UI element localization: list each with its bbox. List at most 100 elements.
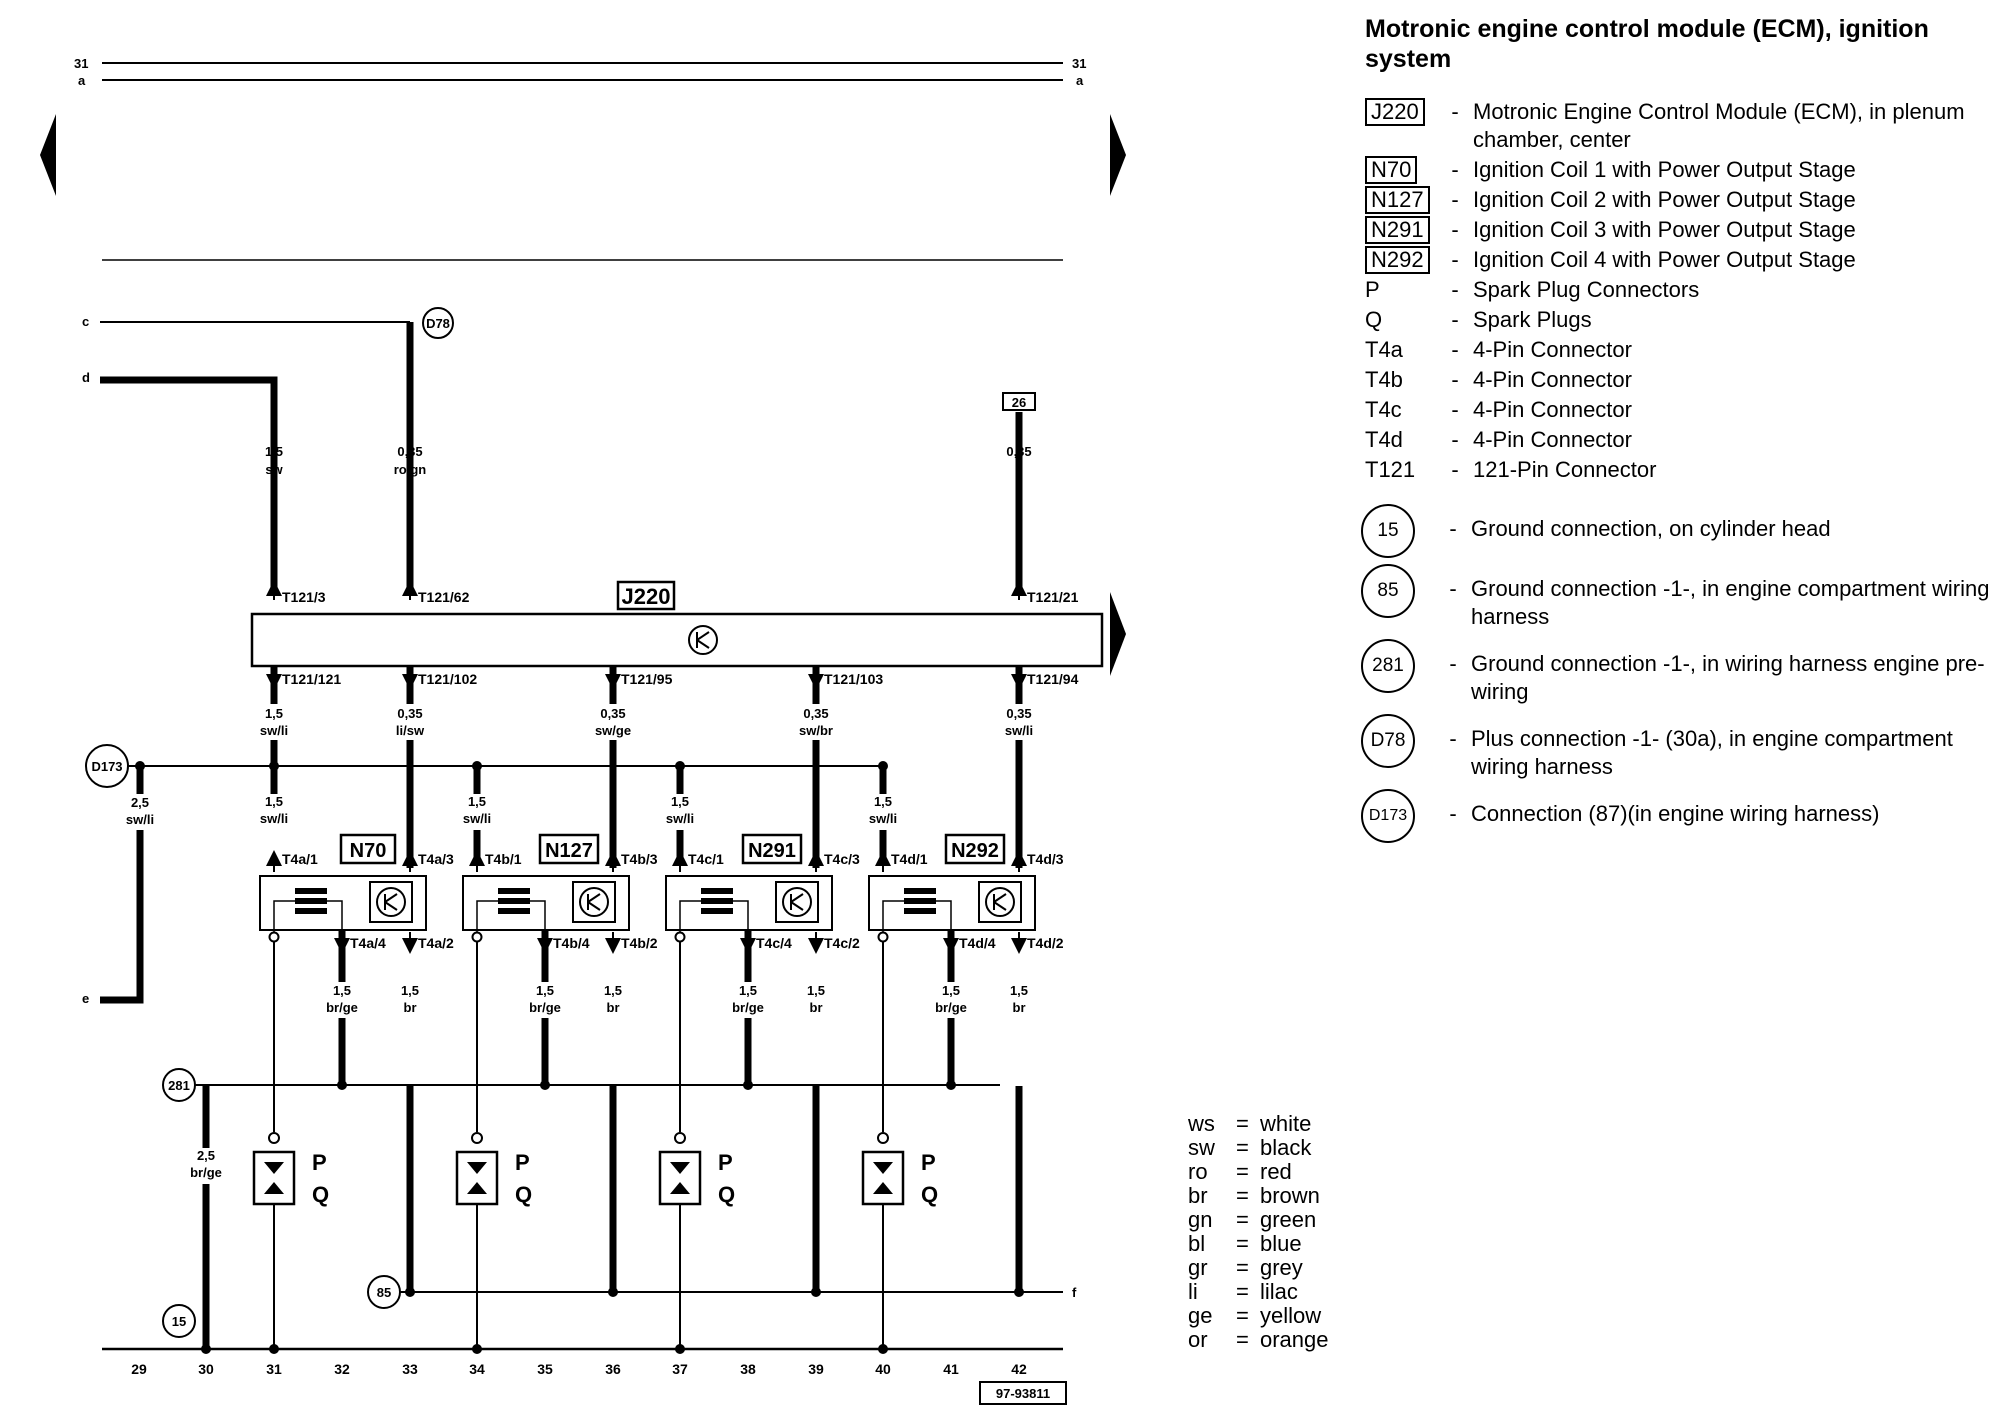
svg-text:39: 39 xyxy=(808,1361,824,1377)
svg-text:T4b/4: T4b/4 xyxy=(553,935,590,951)
svg-text:0,35: 0,35 xyxy=(397,706,422,721)
svg-text:T121/95: T121/95 xyxy=(621,671,673,687)
coil-n292: T4d/1 T4d/3 N292 T4d/4 T4d/2 1,5 br/ge 1… xyxy=(868,833,1064,1132)
legend-item-n70: N70 - Ignition Coil 1 with Power Output … xyxy=(1365,156,2000,184)
svg-text:1,5: 1,5 xyxy=(671,794,689,809)
svg-text:1,5: 1,5 xyxy=(604,983,622,998)
svg-text:br: br xyxy=(404,1000,417,1015)
color-key-item: li=lilac xyxy=(1188,1279,1298,1304)
color-key-item: ge=yellow xyxy=(1188,1303,1322,1328)
svg-text:c: c xyxy=(82,314,89,329)
svg-text:T4d/4: T4d/4 xyxy=(959,935,996,951)
svg-text:0,35: 0,35 xyxy=(803,706,828,721)
svg-text:1,5: 1,5 xyxy=(807,983,825,998)
svg-text:1,5: 1,5 xyxy=(536,983,554,998)
svg-text:P: P xyxy=(921,1150,936,1175)
legend-item-t4d: T4d - 4-Pin Connector xyxy=(1365,427,1632,452)
svg-text:36: 36 xyxy=(605,1361,621,1377)
svg-text:a: a xyxy=(1076,73,1084,88)
svg-text:T4d/1: T4d/1 xyxy=(891,851,928,867)
svg-text:15: 15 xyxy=(172,1314,186,1329)
page-title: Motronic engine control module (ECM), ig… xyxy=(1365,15,1929,73)
svg-text:br: br xyxy=(810,1000,823,1015)
legend-item-t4b: T4b - 4-Pin Connector xyxy=(1365,367,1632,392)
svg-text:34: 34 xyxy=(469,1361,485,1377)
svg-text:1,5: 1,5 xyxy=(401,983,419,998)
svg-text:85: 85 xyxy=(377,1285,391,1300)
svg-text:sw/li: sw/li xyxy=(1005,723,1033,738)
svg-text:sw/li: sw/li xyxy=(260,811,288,826)
coil-n291: T4c/1 T4c/3 N291 T4c/4 T4c/2 1,5 br/ge 1… xyxy=(665,833,860,1132)
continue-right-arrow-icon[interactable] xyxy=(1110,592,1126,676)
svg-text:38: 38 xyxy=(740,1361,756,1377)
svg-text:2,5: 2,5 xyxy=(197,1148,215,1163)
svg-text:T121/94: T121/94 xyxy=(1027,671,1079,687)
svg-text:1,5: 1,5 xyxy=(265,794,283,809)
legend-item-p: P - Spark Plug Connectors xyxy=(1365,277,1700,302)
wire-t121-3: 1,5 sw T121/3 xyxy=(265,444,326,605)
svg-text:Q: Q xyxy=(312,1182,329,1207)
svg-text:33: 33 xyxy=(402,1361,418,1377)
legend-item-q: Q - Spark Plugs xyxy=(1365,307,1592,332)
color-key-item: sw=black xyxy=(1188,1135,1312,1160)
svg-text:J220: J220 xyxy=(622,584,671,609)
column-numbers: 29 30 31 32 33 34 35 36 37 38 39 40 41 4… xyxy=(131,1361,1027,1377)
color-key-item: gr=grey xyxy=(1188,1255,1303,1280)
svg-text:li: li xyxy=(1015,462,1022,477)
ground-281-bus: 281 2,5 br/ge xyxy=(162,1068,1000,1348)
svg-text:1,5: 1,5 xyxy=(739,983,757,998)
svg-text:T121/21: T121/21 xyxy=(1027,589,1079,605)
previous-page-arrow-icon[interactable] xyxy=(40,114,56,196)
svg-text:Q: Q xyxy=(921,1182,938,1207)
feed-wire-n127: 1,5 sw/li xyxy=(451,761,503,860)
svg-text:1,5: 1,5 xyxy=(1010,983,1028,998)
svg-text:40: 40 xyxy=(875,1361,891,1377)
legend-ground-281: 281 - Ground connection -1-, in wiring h… xyxy=(1361,639,2000,706)
svg-text:T121/62: T121/62 xyxy=(418,589,470,605)
svg-text:29: 29 xyxy=(131,1361,147,1377)
svg-text:Q: Q xyxy=(515,1182,532,1207)
spark-plug-2: P Q xyxy=(455,1132,532,1348)
color-key-item: ws=white xyxy=(1188,1111,1312,1136)
svg-text:1,5: 1,5 xyxy=(942,983,960,998)
svg-text:T121/121: T121/121 xyxy=(282,671,341,687)
svg-text:sw/li: sw/li xyxy=(260,723,288,738)
wire-t121-21: 26 0,35 li T121/21 xyxy=(1002,392,1079,605)
legend-item-t121: T121 - 121-Pin Connector xyxy=(1365,457,1657,482)
svg-text:P: P xyxy=(515,1150,530,1175)
color-key-item: gn=green xyxy=(1188,1207,1317,1232)
svg-text:T4c/2: T4c/2 xyxy=(824,935,860,951)
svg-text:1,5: 1,5 xyxy=(874,794,892,809)
svg-text:0,35: 0,35 xyxy=(600,706,625,721)
svg-text:sw/li: sw/li xyxy=(869,811,897,826)
svg-text:sw: sw xyxy=(265,462,283,477)
spark-plug-1: P Q xyxy=(252,1132,329,1348)
svg-text:281: 281 xyxy=(168,1078,190,1093)
svg-text:T4b/2: T4b/2 xyxy=(621,935,658,951)
svg-text:e: e xyxy=(82,991,89,1006)
line-c: c xyxy=(82,314,410,329)
svg-text:1,5: 1,5 xyxy=(265,444,283,459)
svg-text:br/ge: br/ge xyxy=(935,1000,967,1015)
svg-text:0,35: 0,35 xyxy=(1006,706,1031,721)
next-page-arrow-icon[interactable] xyxy=(1110,114,1126,196)
svg-text:N70: N70 xyxy=(350,840,387,862)
svg-text:T4a/4: T4a/4 xyxy=(350,935,386,951)
wire-color-key: ws=white sw=black ro=red br=brown gn=gre… xyxy=(1188,1112,1329,1352)
svg-text:1,5: 1,5 xyxy=(265,706,283,721)
feed-wire-n292: 1,5 sw/li xyxy=(857,761,909,860)
svg-text:T4d/3: T4d/3 xyxy=(1027,851,1064,867)
svg-text:N292: N292 xyxy=(951,840,999,862)
svg-text:30: 30 xyxy=(198,1361,214,1377)
svg-text:sw/ge: sw/ge xyxy=(595,723,631,738)
wire-t121-103: T121/103 0,35 sw/br xyxy=(790,666,883,868)
legend-connection-d78: D78 - Plus connection -1- (30a), in engi… xyxy=(1361,714,2000,781)
color-key-item: or=orange xyxy=(1188,1327,1329,1352)
coil-n70: T4a/1 T4a/3 N70 T4a/4 T4a/2 1,5 br/ge 1,… xyxy=(259,833,454,1132)
component-legend: Motronic engine control module (ECM), ig… xyxy=(1361,14,2000,843)
svg-text:br/ge: br/ge xyxy=(190,1165,222,1180)
svg-text:br/ge: br/ge xyxy=(529,1000,561,1015)
svg-text:T4c/4: T4c/4 xyxy=(756,935,792,951)
legend-item-t4c: T4c - 4-Pin Connector xyxy=(1365,397,1632,422)
svg-text:P: P xyxy=(718,1150,733,1175)
